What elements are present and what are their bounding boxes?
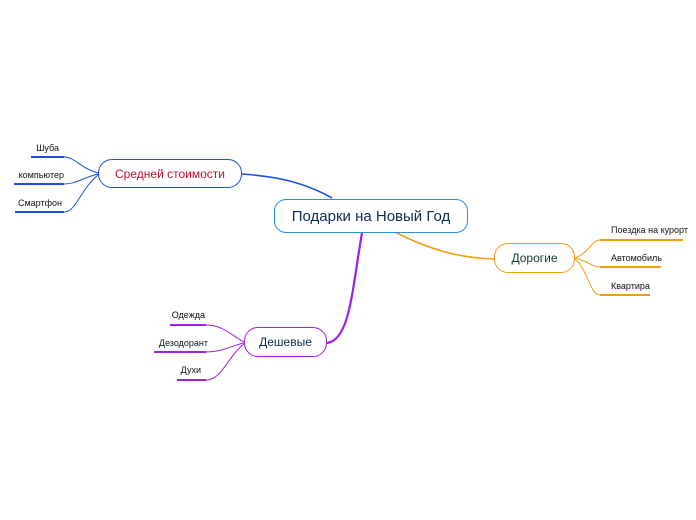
connector-cheap-leaf-1: [205, 324, 245, 343]
leaf-mid-computer[interactable]: компьютер: [18, 170, 64, 180]
connector-cheap: [326, 232, 364, 345]
connector-mid-leaf-2: [63, 173, 99, 185]
leaf-cheap-perfume[interactable]: Духи: [180, 365, 201, 375]
leaf-mid-smartphone[interactable]: Смартфон: [17, 198, 62, 208]
connector-expensive: [394, 231, 495, 260]
central-topic[interactable]: Подарки на Новый Год: [274, 199, 468, 233]
leaf-expensive-car[interactable]: Автомобиль: [611, 253, 662, 263]
branch-cheap[interactable]: Дешевые: [244, 327, 327, 357]
leaf-mid-fur-coat[interactable]: Шуба: [36, 143, 59, 153]
connector-exp-leaf-1: [574, 239, 601, 259]
branch-mid-cost[interactable]: Средней стоимости: [98, 159, 242, 188]
connector-cheap-leaf-3: [205, 343, 245, 381]
leaf-cheap-deodorant[interactable]: Дезодорант: [158, 338, 208, 348]
leaf-expensive-apartment[interactable]: Квартира: [611, 281, 650, 291]
connector-mid-leaf-1: [63, 156, 99, 174]
connector-mid: [241, 173, 333, 199]
connector-cheap-leaf-2: [205, 342, 245, 353]
branch-expensive[interactable]: Дорогие: [494, 243, 575, 273]
connector-mid-leaf-3: [63, 174, 99, 213]
connector-exp-leaf-2: [574, 257, 601, 268]
leaf-expensive-resort-trip[interactable]: Поездка на курорт: [611, 225, 688, 235]
connector-exp-leaf-3: [574, 258, 601, 296]
leaf-cheap-clothes[interactable]: Одежда: [171, 310, 205, 320]
